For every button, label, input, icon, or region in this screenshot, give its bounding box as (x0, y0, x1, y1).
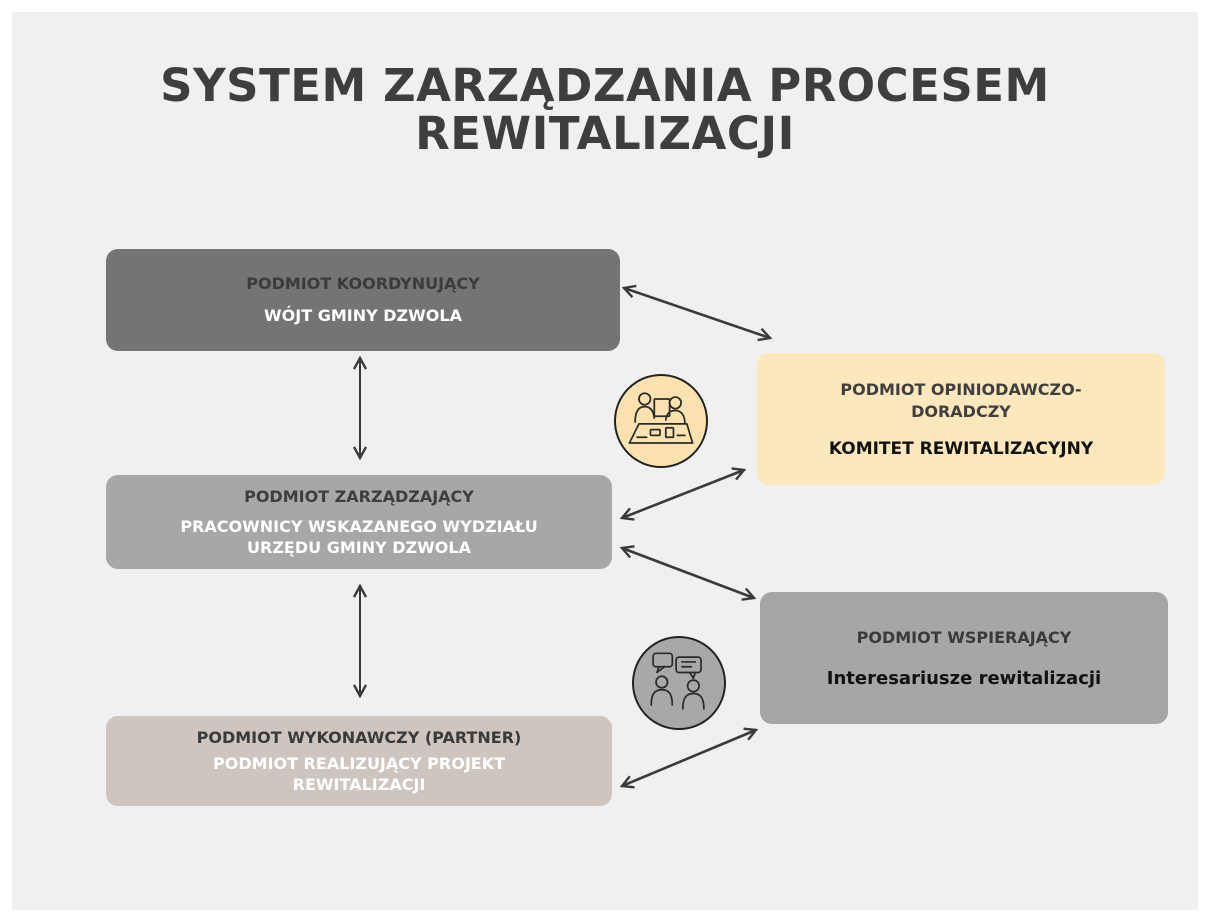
box-managing-subtitle-line-1: PRACOWNICY WSKAZANEGO WYDZIAŁU (180, 516, 538, 536)
box-support-entity: PODMIOT WSPIERAJĄCY Interesariusze rewit… (760, 592, 1168, 724)
box-coordinating-subtitle: WÓJT GMINY DZWOLA (264, 306, 462, 325)
meeting-table-icon (614, 374, 708, 468)
box-coordinating-heading: PODMIOT KOORDYNUJĄCY (246, 274, 480, 293)
box-executive-entity: PODMIOT WYKONAWCZY (PARTNER) PODMIOT REA… (106, 716, 612, 806)
box-managing-entity: PODMIOT ZARZĄDZAJĄCY PRACOWNICY WSKAZANE… (106, 475, 612, 569)
arrow-executive-support (622, 730, 756, 786)
box-managing-subtitle-line-2: URZĘDU GMINY DZWOLA (247, 537, 471, 557)
box-opinion-heading-line-1: PODMIOT OPINIODAWCZO- (840, 379, 1082, 399)
box-opinion-heading: PODMIOT OPINIODAWCZO- DORADCZY (840, 379, 1081, 423)
box-executive-subtitle-line-2: REWITALIZACJI (292, 774, 426, 794)
box-executive-subtitle-line-1: PODMIOT REALIZUJĄCY PROJEKT (212, 753, 506, 773)
box-managing-heading: PODMIOT ZARZĄDZAJĄCY (244, 486, 474, 506)
box-support-subtitle: Interesariusze rewitalizacji (826, 667, 1102, 689)
arrow-coordinating-opinion (624, 288, 770, 338)
arrow-managing-opinion (622, 470, 744, 518)
box-support-heading: PODMIOT WSPIERAJĄCY (856, 627, 1072, 647)
arrow-managing-support (622, 548, 754, 598)
diagram-canvas: SYSTEM ZARZĄDZANIA PROCESEM REWITALIZACJ… (12, 12, 1198, 910)
box-executive-heading: PODMIOT WYKONAWCZY (PARTNER) (196, 727, 522, 747)
title-line-1: SYSTEM ZARZĄDZANIA PROCESEM (160, 59, 1050, 112)
connector-arrows (12, 12, 1198, 910)
conversation-icon (632, 636, 726, 730)
box-opinion-heading-line-2: DORADCZY (911, 401, 1011, 421)
box-opinion-entity: PODMIOT OPINIODAWCZO- DORADCZY KOMITET R… (757, 353, 1165, 485)
page-title: SYSTEM ZARZĄDZANIA PROCESEM REWITALIZACJ… (12, 62, 1198, 158)
box-coordinating-entity: PODMIOT KOORDYNUJĄCY WÓJT GMINY DZWOLA (106, 249, 620, 351)
box-opinion-subtitle: KOMITET REWITALIZACYJNY (828, 438, 1094, 459)
title-line-2: REWITALIZACJI (415, 107, 795, 160)
